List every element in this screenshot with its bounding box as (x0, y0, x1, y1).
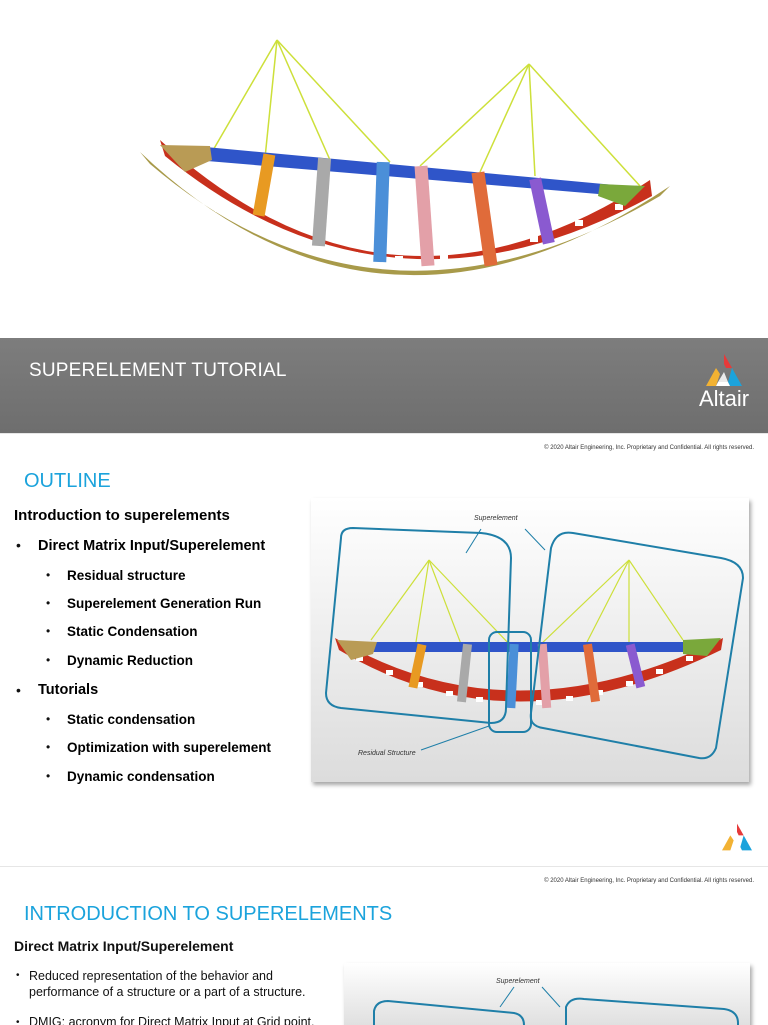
bullet-icon: • (16, 537, 21, 553)
list-item: Tutorials (38, 682, 99, 698)
title-bar: SUPERELEMENT TUTORIAL Altair (0, 338, 768, 433)
superelement-label: Superelement (474, 515, 518, 522)
bullet-icon: • (46, 769, 51, 783)
title-slide: SUPERELEMENT TUTORIAL Altair (0, 0, 768, 433)
outline-slide: © 2020 Altair Engineering, Inc. Propriet… (0, 433, 768, 867)
list-item: Static Condensation (67, 624, 198, 639)
intro-slide: © 2020 Altair Engineering, Inc. Propriet… (0, 866, 768, 1025)
bullet-icon: • (16, 1017, 20, 1025)
list-item: Optimization with superelement (67, 740, 272, 755)
slide-title: SUPERELEMENT TUTORIAL (29, 360, 287, 381)
list-item: Dynamic condensation (67, 769, 215, 784)
residual-structure-label: Residual Structure (358, 750, 416, 757)
copyright-text: © 2020 Altair Engineering, Inc. Propriet… (544, 445, 754, 451)
bridge-model-image (140, 39, 670, 276)
intro-subheading: Direct Matrix Input/Superelement (14, 938, 234, 954)
list-item: Direct Matrix Input/Superelement (38, 538, 266, 554)
bullet-icon: • (46, 596, 51, 610)
list-item: Dynamic Reduction (67, 653, 194, 668)
list-item: Static condensation (67, 712, 196, 727)
superelement-diagram-2-drawing (373, 986, 739, 1025)
copyright-text: © 2020 Altair Engineering, Inc. Propriet… (544, 878, 754, 884)
brand-name: Altair (698, 386, 750, 411)
outline-heading: OUTLINE (24, 470, 111, 492)
bullet-icon: • (46, 653, 51, 667)
altair-triangle-logo-icon (706, 354, 742, 386)
intro-heading: INTRODUCTION TO SUPERELEMENTS (24, 903, 393, 925)
list-item: DMIG: acronym for Direct Matrix Input at… (29, 1015, 315, 1025)
bullet-icon: • (46, 712, 51, 726)
list-item: Residual structure (67, 568, 186, 583)
bullet-icon: • (16, 970, 20, 981)
superelement-diagram-2: Superelement (344, 963, 750, 1025)
bullet-icon: • (46, 740, 51, 754)
superelement-label: Superelement (496, 978, 540, 985)
superelement-diagram: Superelement Residual Structure (311, 498, 749, 782)
list-item: Reduced representation of the behavior a… (29, 969, 306, 999)
brand-logo: Altair (698, 352, 750, 412)
bullet-icon: • (46, 568, 51, 582)
list-item: Superelement Generation Run (67, 596, 262, 611)
superelement-diagram-drawing (324, 526, 745, 760)
altair-triangle-logo-icon (722, 823, 752, 851)
bullet-icon: • (46, 624, 51, 638)
bullet-icon: • (16, 682, 21, 698)
list-item: Introduction to superelements (14, 507, 230, 524)
